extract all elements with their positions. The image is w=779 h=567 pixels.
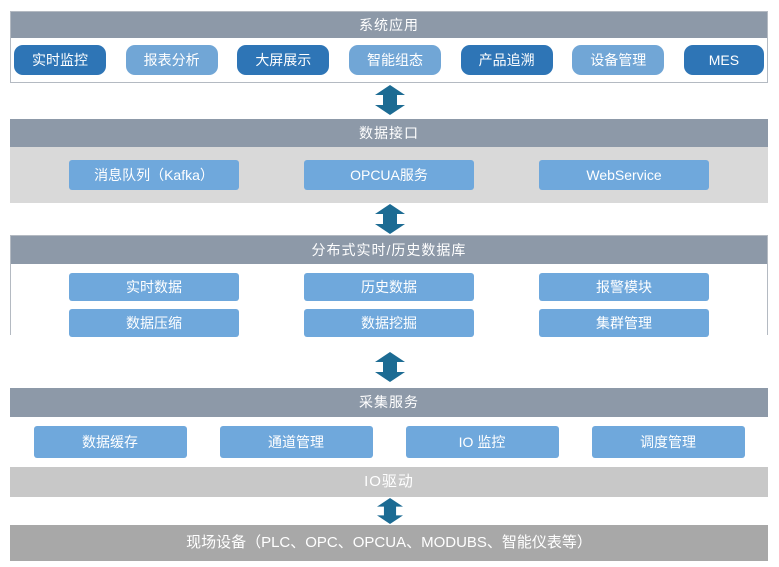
layer-title-distributed-database: 分布式实时/历史数据库 <box>11 236 767 264</box>
layer-title-collection-service: 采集服务 <box>10 388 768 417</box>
layer-data-interface: 数据接口 消息队列（Kafka） OPCUA服务 WebService <box>10 119 768 203</box>
node-report-analysis[interactable]: 报表分析 <box>125 45 218 75</box>
node-message-queue-kafka[interactable]: 消息队列（Kafka） <box>69 160 239 190</box>
node-data-compression[interactable]: 数据压缩 <box>69 309 239 337</box>
node-webservice[interactable]: WebService <box>539 160 709 190</box>
node-alarm-module[interactable]: 报警模块 <box>539 273 709 301</box>
database-grid: 实时数据 历史数据 报警模块 数据压缩 数据挖掘 集群管理 <box>11 264 767 345</box>
node-data-mining[interactable]: 数据挖掘 <box>304 309 474 337</box>
database-row-1: 实时数据 历史数据 报警模块 <box>11 273 767 301</box>
double-arrow-icon <box>369 498 411 524</box>
node-opcua-service[interactable]: OPCUA服务 <box>304 160 474 190</box>
node-big-screen-display[interactable]: 大屏展示 <box>237 45 330 75</box>
layer-distributed-database: 分布式实时/历史数据库 实时数据 历史数据 报警模块 数据压缩 数据挖掘 集群管… <box>10 235 768 345</box>
node-mes[interactable]: MES <box>683 45 764 75</box>
node-channel-management[interactable]: 通道管理 <box>219 426 373 458</box>
node-schedule-management[interactable]: 调度管理 <box>591 426 745 458</box>
node-realtime-data[interactable]: 实时数据 <box>69 273 239 301</box>
node-io-monitoring[interactable]: IO 监控 <box>405 426 559 458</box>
layer-collection-service: 采集服务 数据缓存 通道管理 IO 监控 调度管理 IO驱动 <box>10 388 768 497</box>
node-history-data[interactable]: 历史数据 <box>304 273 474 301</box>
node-device-management[interactable]: 设备管理 <box>572 45 665 75</box>
layer-title-system-apps: 系统应用 <box>11 12 767 38</box>
double-arrow-icon <box>369 84 411 116</box>
double-arrow-icon <box>369 204 411 234</box>
system-apps-row: 实时监控 报表分析 大屏展示 智能组态 产品追溯 设备管理 MES <box>11 38 767 82</box>
collection-service-row: 数据缓存 通道管理 IO 监控 调度管理 <box>10 417 768 467</box>
io-driver-bar: IO驱动 <box>10 467 768 497</box>
field-device-bar: 现场设备（PLC、OPC、OPCUA、MODUBS、智能仪表等） <box>10 525 768 561</box>
layer-system-apps: 系统应用 实时监控 报表分析 大屏展示 智能组态 产品追溯 设备管理 MES <box>10 11 768 83</box>
node-data-cache[interactable]: 数据缓存 <box>33 426 187 458</box>
node-smart-configuration[interactable]: 智能组态 <box>348 45 441 75</box>
data-interface-row: 消息队列（Kafka） OPCUA服务 WebService <box>10 147 768 203</box>
layer-title-data-interface: 数据接口 <box>10 119 768 147</box>
node-cluster-management[interactable]: 集群管理 <box>539 309 709 337</box>
node-product-tracing[interactable]: 产品追溯 <box>460 45 553 75</box>
double-arrow-icon <box>369 350 411 384</box>
node-realtime-monitoring[interactable]: 实时监控 <box>14 45 106 75</box>
database-row-2: 数据压缩 数据挖掘 集群管理 <box>11 309 767 337</box>
